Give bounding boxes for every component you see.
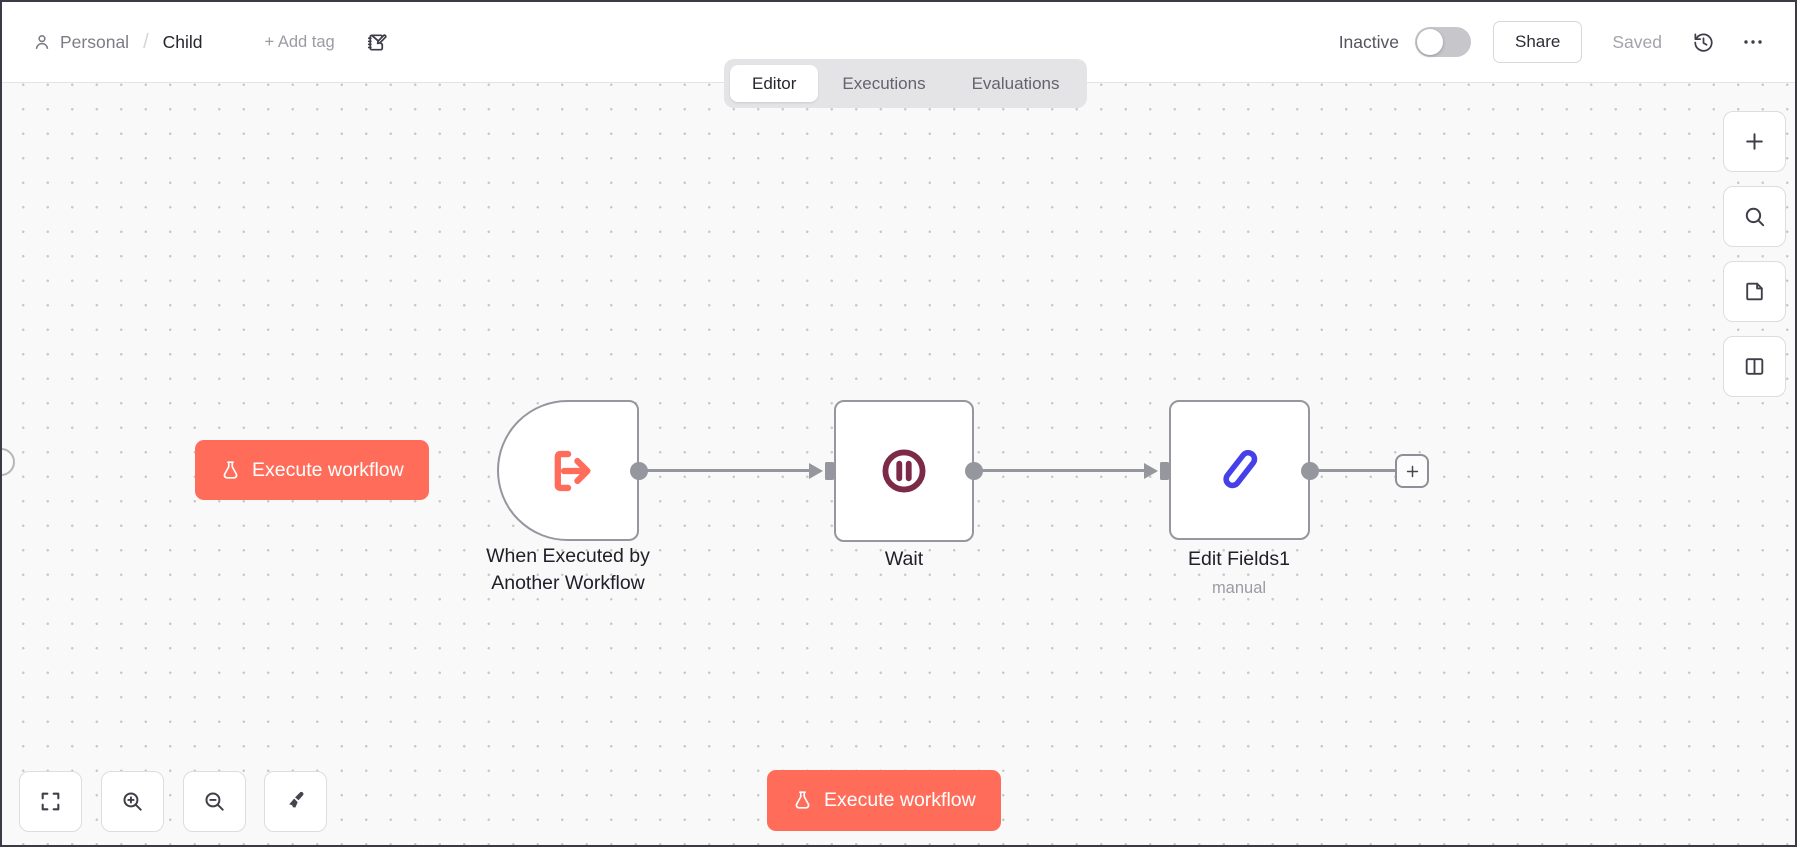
workflow-status-label: Inactive xyxy=(1338,31,1399,52)
sticky-note-icon xyxy=(1746,282,1763,301)
breadcrumb-separator: / xyxy=(143,30,149,53)
execute-workflow-button-main[interactable]: Execute workflow xyxy=(767,770,1001,831)
saved-status: Saved xyxy=(1612,31,1662,52)
plus-icon xyxy=(1406,465,1418,477)
pen-icon xyxy=(1222,449,1257,489)
split-panel-icon xyxy=(1745,358,1764,375)
node-label-trigger: When Executed by Another Workflow xyxy=(486,545,650,594)
tab-executions[interactable]: Executions xyxy=(842,73,926,93)
breadcrumb: Personal / Child xyxy=(32,31,203,54)
add-node-button[interactable] xyxy=(1723,111,1786,172)
tab-evaluations[interactable]: Evaluations xyxy=(971,73,1060,93)
share-button[interactable]: Share xyxy=(1493,21,1583,63)
execute-workflow-button-node[interactable]: Execute workflow xyxy=(195,440,429,500)
header-actions: Inactive Share Saved xyxy=(1339,21,1765,63)
node-label-edit-fields-text: Edit Fields1 xyxy=(1188,548,1290,570)
user-icon xyxy=(32,32,52,52)
search-icon xyxy=(1745,207,1765,227)
add-node-plus-button[interactable] xyxy=(1395,454,1429,488)
zoom-in-icon xyxy=(123,792,142,811)
connection-edit-plus[interactable] xyxy=(1310,469,1396,472)
execute-workflow-label: Execute workflow xyxy=(252,458,404,481)
sticky-note-button[interactable] xyxy=(1723,261,1786,322)
pause-circle-icon xyxy=(882,449,926,493)
ellipsis-icon[interactable] xyxy=(1741,30,1765,54)
add-tag-button[interactable]: + Add tag xyxy=(264,32,335,51)
connection-wait-edit[interactable] xyxy=(974,469,1146,472)
fit-view-icon xyxy=(41,792,60,811)
node-wait[interactable] xyxy=(834,400,974,542)
search-button[interactable] xyxy=(1723,186,1786,247)
node-when-executed-by-another-workflow[interactable] xyxy=(497,400,639,541)
fit-view-button[interactable] xyxy=(19,771,82,832)
view-tabs: Editor Executions Evaluations xyxy=(724,59,1088,108)
node-label-edit-fields: Edit Fields1 manual xyxy=(1149,546,1329,599)
tidy-icon xyxy=(289,791,304,808)
zoom-out-button[interactable] xyxy=(183,771,246,832)
flask-icon xyxy=(223,460,238,479)
node-edit-fields1[interactable] xyxy=(1169,400,1310,540)
output-handle-trigger[interactable] xyxy=(630,462,648,480)
output-handle-wait[interactable] xyxy=(965,462,983,480)
plus-icon xyxy=(1746,133,1763,150)
zoom-out-icon xyxy=(205,792,224,811)
input-handle-wait[interactable] xyxy=(808,460,835,482)
tidy-up-button[interactable] xyxy=(264,771,327,832)
node-subtitle-edit-fields: manual xyxy=(1211,578,1267,597)
flask-icon xyxy=(795,791,810,809)
tab-editor[interactable]: Editor xyxy=(730,65,819,102)
connection-trigger-wait[interactable] xyxy=(639,469,811,472)
edit-note-icon[interactable] xyxy=(365,31,388,54)
toggle-panel-button[interactable] xyxy=(1723,336,1786,397)
active-toggle[interactable] xyxy=(1415,27,1471,57)
zoom-in-button[interactable] xyxy=(101,771,164,832)
history-icon[interactable] xyxy=(1692,31,1715,54)
exit-arrow-icon xyxy=(554,450,591,491)
node-label-wait: Wait xyxy=(884,548,924,570)
output-handle-edit-fields[interactable] xyxy=(1301,462,1319,480)
input-handle-edit-fields[interactable] xyxy=(1143,460,1170,482)
toggle-knob xyxy=(1417,29,1443,55)
breadcrumb-project[interactable]: Personal xyxy=(60,31,130,52)
execute-workflow-label: Execute workflow xyxy=(824,789,976,811)
workflow-name[interactable]: Child xyxy=(162,31,203,52)
